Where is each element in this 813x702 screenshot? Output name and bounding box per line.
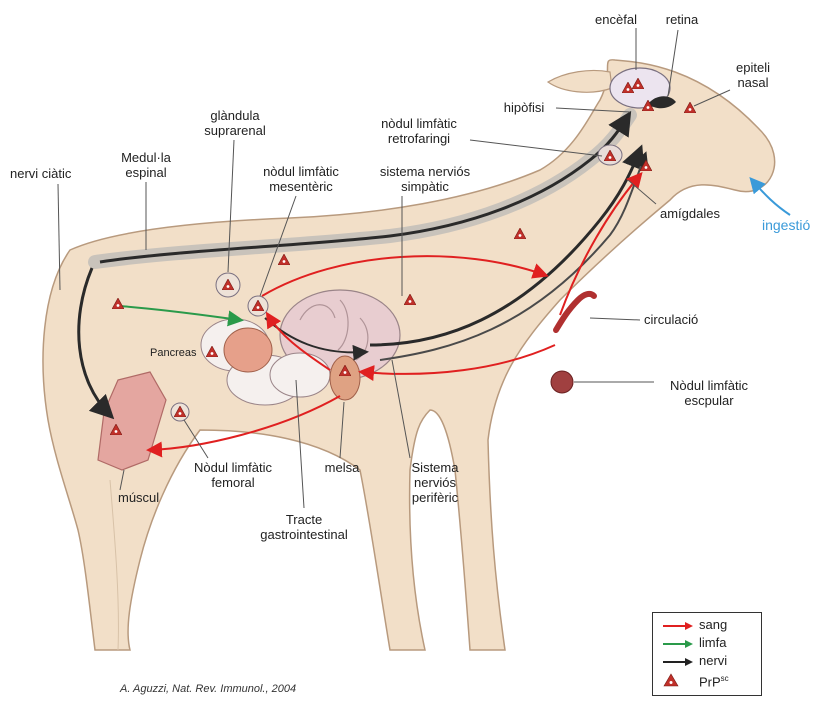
label-femoral-line1: Nòdul limfàtic (178, 460, 288, 475)
label-glandula-line2: suprarenal (196, 123, 274, 138)
label-simpatic-line2: simpàtic (370, 179, 480, 194)
label-ingestio: ingestió (762, 218, 810, 233)
stomach-orange (224, 328, 272, 372)
label-node-mes-line1: nòdul limfàtic (246, 164, 356, 179)
legend-label-limfa: limfa (699, 635, 726, 651)
legend-arrow-black-icon (661, 655, 695, 669)
legend-prp-sup: sc (721, 674, 729, 683)
label-sistema-simpatic: sistema nerviós simpàtic (370, 164, 480, 194)
legend-arrow-red-icon (661, 619, 695, 633)
legend-prion-triangle-icon (661, 673, 695, 687)
label-retina: retina (662, 12, 702, 27)
stomach-3 (270, 353, 330, 397)
label-periferic-line3: perifèric (400, 490, 470, 505)
label-node-mesenteric: nòdul limfàtic mesentèric (246, 164, 356, 194)
ingestion-arrow (752, 180, 790, 215)
sheep-ear (548, 70, 612, 92)
label-escapular-line2: escpular (654, 393, 764, 408)
label-node-retro-line1: nòdul limfàtic (364, 116, 474, 131)
label-epiteli-nasal: epiteli nasal (728, 60, 778, 90)
label-sistema-periferic: Sistema nerviós perifèric (400, 460, 470, 505)
label-node-mes-line2: mesentèric (246, 179, 356, 194)
label-tracte-line1: Tracte (248, 512, 360, 527)
spleen (330, 356, 360, 400)
label-periferic-line2: nerviós (400, 475, 470, 490)
label-node-retro-line2: retrofaringi (364, 131, 474, 146)
legend-label-prpsc: PrPsc (699, 671, 729, 690)
label-glandula-suprarenal: glàndula suprarenal (196, 108, 274, 138)
label-medulla-line1: Medul·la (110, 150, 182, 165)
legend-item-sang: sang (661, 617, 759, 635)
scapular-node (551, 371, 573, 393)
label-melsa: melsa (318, 460, 366, 475)
label-epiteli-nasal-line1: epiteli (728, 60, 778, 75)
label-tracte-line2: gastrointestinal (248, 527, 360, 542)
label-amigdales: amígdales (660, 206, 720, 221)
label-node-escapular: Nòdul limfàtic escpular (654, 378, 764, 408)
label-hipofisi: hipòfisi (494, 100, 554, 115)
label-escapular-line1: Nòdul limfàtic (654, 378, 764, 393)
label-node-femoral: Nòdul limfàtic femoral (178, 460, 288, 490)
citation: A. Aguzzi, Nat. Rev. Immunol., 2004 (120, 683, 296, 695)
label-tracte-gastrointestinal: Tracte gastrointestinal (248, 512, 360, 542)
label-node-retrofaringi: nòdul limfàtic retrofaringi (364, 116, 474, 146)
label-circulacio: circulació (644, 312, 698, 327)
label-nervi-ciatic: nervi ciàtic (10, 166, 71, 181)
label-glandula-line1: glàndula (196, 108, 274, 123)
legend-prp-base: PrP (699, 674, 721, 689)
label-pancreas: Pancreas (150, 346, 196, 361)
legend-item-nervi: nervi (661, 653, 759, 671)
label-periferic-line1: Sistema (400, 460, 470, 475)
label-femoral-line2: femoral (178, 475, 288, 490)
legend: sang limfa nervi PrPsc (652, 612, 762, 696)
label-medulla-espinal: Medul·la espinal (110, 150, 182, 180)
legend-arrow-green-icon (661, 637, 695, 651)
label-encefal: encèfal (590, 12, 642, 27)
legend-item-prpsc: PrPsc (661, 671, 759, 689)
legend-item-limfa: limfa (661, 635, 759, 653)
legend-label-nervi: nervi (699, 653, 727, 669)
label-epiteli-nasal-line2: nasal (728, 75, 778, 90)
legend-label-sang: sang (699, 617, 727, 633)
label-muscul: múscul (118, 490, 159, 505)
label-medulla-line2: espinal (110, 165, 182, 180)
label-simpatic-line1: sistema nerviós (370, 164, 480, 179)
